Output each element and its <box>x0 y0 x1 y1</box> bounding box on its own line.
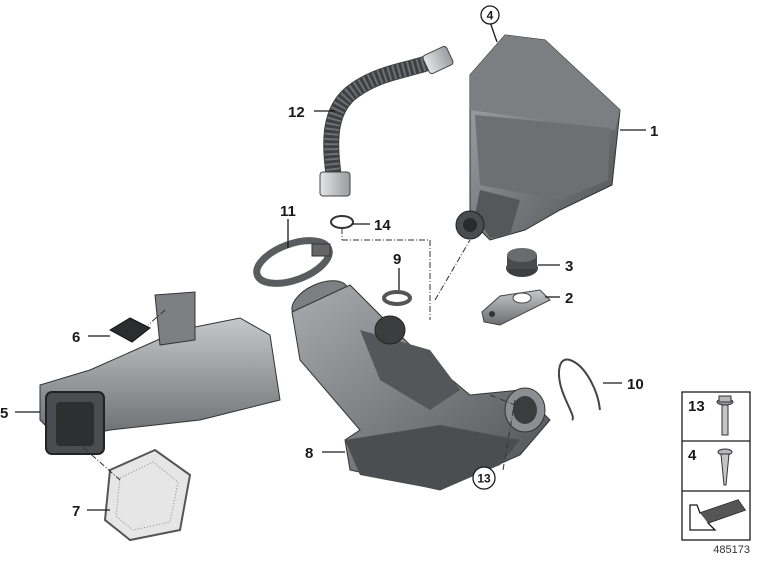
flange-bolt-icon <box>716 395 734 436</box>
callout-2: 2 <box>565 290 573 307</box>
callout-12: 12 <box>288 104 305 121</box>
air-filter-housing <box>455 34 621 241</box>
callout-11: 11 <box>280 203 296 220</box>
vent-hose <box>319 45 454 197</box>
rubber-mount <box>506 248 538 277</box>
bracket <box>481 289 551 326</box>
legend-label-4: 4 <box>688 447 697 464</box>
fastener-legend: 13 4 <box>681 391 751 541</box>
callout-14: 14 <box>374 217 391 234</box>
foam-pad <box>108 317 151 343</box>
callout-10: 10 <box>627 376 644 393</box>
callout-circle-4 <box>480 5 500 25</box>
callout-4-circle: 4 <box>487 9 494 23</box>
callout-circle-13 <box>472 466 496 490</box>
air-duct <box>39 291 281 455</box>
leader-lines <box>15 21 646 511</box>
hose-clamp-small <box>382 290 412 306</box>
callout-1: 1 <box>650 123 658 140</box>
hose-clamp-large <box>253 237 333 287</box>
callout-7: 7 <box>72 503 80 520</box>
callout-labels: 4 1 2 3 5 6 7 8 9 10 11 12 14 13 <box>0 5 658 520</box>
screw-icon <box>717 448 733 486</box>
callout-9: 9 <box>393 251 401 268</box>
arrow-icon <box>689 499 747 531</box>
o-ring <box>330 215 354 229</box>
callout-8: 8 <box>305 445 313 462</box>
intake-grille <box>103 448 192 542</box>
retaining-clip <box>558 358 601 421</box>
callout-3: 3 <box>565 258 573 275</box>
document-number: 485173 <box>713 544 750 556</box>
callout-5: 5 <box>0 405 8 422</box>
callout-13-circle: 13 <box>477 472 491 486</box>
legend-label-13: 13 <box>688 398 705 415</box>
callout-6: 6 <box>72 329 80 346</box>
assembly-lines <box>74 228 516 481</box>
